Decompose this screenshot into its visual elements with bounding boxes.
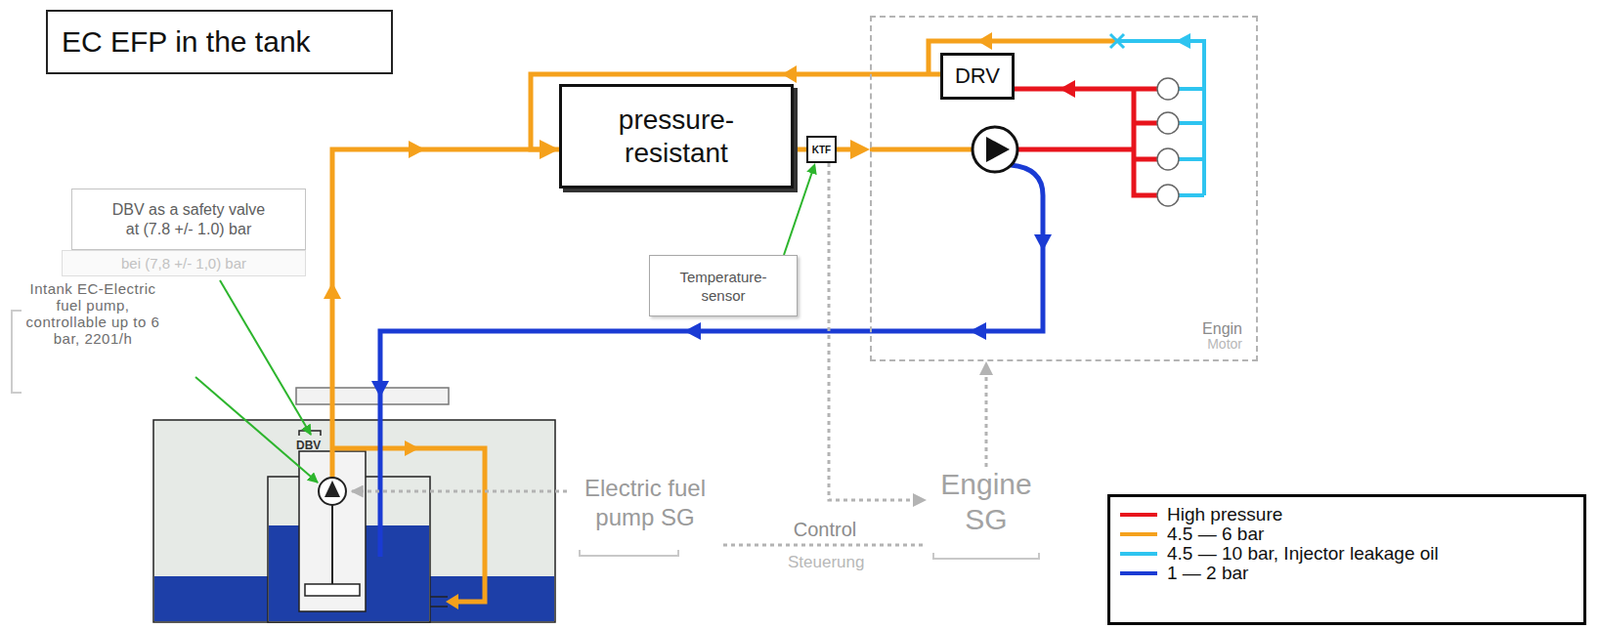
legend-text: High pressure bbox=[1167, 504, 1283, 526]
legend-text: 1 — 2 bar bbox=[1167, 562, 1249, 585]
high-pressure-pump bbox=[972, 127, 1018, 173]
legend-row: 1 — 2 bar bbox=[1120, 563, 1574, 584]
connector bbox=[723, 544, 927, 548]
flow-arrow bbox=[1175, 33, 1191, 49]
title-box: EC EFP in the tank bbox=[45, 9, 393, 75]
flow-arrow bbox=[1059, 80, 1076, 98]
callout-box: DBV as a safety valve at (7.8 +/- 1.0) b… bbox=[71, 188, 306, 251]
injector bbox=[1157, 112, 1179, 134]
leader-line bbox=[219, 280, 311, 435]
flow-arrow bbox=[445, 594, 459, 610]
legend-row: 4.5 — 10 bar, Injector leakage oil bbox=[1120, 544, 1574, 564]
flow-arrow bbox=[404, 440, 420, 457]
valve-box: DRV bbox=[940, 52, 1015, 100]
control-unit: Engine SG bbox=[926, 467, 1046, 562]
legend-swatch bbox=[1120, 513, 1158, 518]
electric-fuel-pump bbox=[318, 477, 346, 506]
faded-callout-box: bei (7,8 +/- 1,0) bar bbox=[61, 250, 306, 277]
connector bbox=[836, 147, 861, 153]
legend-text: 4.5 — 6 bar bbox=[1167, 523, 1264, 546]
node-text: DBV as a safety valve at (7.8 +/- 1.0) b… bbox=[108, 200, 270, 240]
tank-flange bbox=[296, 388, 449, 405]
node-text: DRV bbox=[954, 63, 1000, 89]
pump-motor bbox=[304, 584, 360, 597]
legend-swatch bbox=[1120, 532, 1158, 537]
engine-region: EnginMotor DRV bbox=[869, 15, 1258, 362]
sensor-box: KTF bbox=[806, 135, 837, 164]
pump-feed-line bbox=[869, 147, 973, 153]
bracket bbox=[933, 553, 1039, 560]
legend-row: High pressure bbox=[1120, 505, 1574, 525]
throttle-symbol bbox=[1110, 34, 1125, 48]
control-wire bbox=[351, 490, 567, 494]
legend-text: 4.5 — 10 bar, Injector leakage oil bbox=[1167, 543, 1439, 565]
flow-arrow bbox=[969, 322, 987, 341]
leakage-line bbox=[1117, 41, 1205, 196]
jet-pump bbox=[430, 597, 448, 607]
callout-box: Temperature- sensor bbox=[648, 255, 798, 317]
pump-shaft bbox=[331, 505, 334, 585]
high-pressure-line bbox=[1012, 86, 1158, 199]
legend-box: High pressure4.5 — 6 bar4.5 — 10 bar, In… bbox=[1107, 494, 1587, 626]
part-label: DBV bbox=[296, 438, 321, 453]
node-text: Engine SG bbox=[927, 467, 1045, 538]
flow-arrow bbox=[684, 322, 701, 341]
pump-symbol bbox=[986, 136, 1010, 163]
flow-arrow bbox=[977, 32, 993, 50]
node-text: pressure- resistant bbox=[583, 103, 770, 171]
injector bbox=[1157, 78, 1179, 100]
flow-arrow bbox=[1034, 234, 1052, 252]
callout-text: Intank EC-Electric fuel pump, controllab… bbox=[19, 280, 167, 347]
flow-arrow bbox=[371, 381, 390, 398]
bracket bbox=[579, 550, 679, 557]
jet-pump-line bbox=[332, 448, 485, 603]
control-unit: Electric fuel pump SG bbox=[566, 474, 724, 558]
node-text: bei (7,8 +/- 1,0) bar bbox=[121, 255, 247, 272]
filter-box: pressure- resistant bbox=[559, 84, 794, 189]
node-text: KTF bbox=[812, 144, 831, 156]
flow-arrow bbox=[408, 140, 426, 159]
node-text: Motor bbox=[1207, 337, 1243, 352]
connector bbox=[985, 368, 989, 468]
connector-label: Control bbox=[793, 518, 857, 542]
injector bbox=[1157, 184, 1179, 207]
injector bbox=[1157, 148, 1179, 171]
legend-swatch bbox=[1120, 552, 1158, 557]
pump-symbol bbox=[324, 480, 341, 498]
node-text: Electric fuel pump SG bbox=[566, 474, 724, 533]
node-text: Engin bbox=[1202, 320, 1243, 338]
legend-row: 4.5 — 6 bar bbox=[1120, 524, 1574, 545]
supply-line bbox=[332, 149, 560, 478]
bracket bbox=[11, 310, 22, 393]
connector bbox=[793, 147, 807, 153]
flow-arrow bbox=[323, 282, 342, 300]
signal-label: Steuerung bbox=[787, 553, 865, 573]
fuel-tank bbox=[153, 420, 556, 623]
leader-line bbox=[195, 377, 318, 483]
title-text: EC EFP in the tank bbox=[61, 25, 311, 59]
legend-swatch bbox=[1120, 571, 1158, 576]
connector bbox=[828, 163, 920, 501]
node-text: Temperature- sensor bbox=[664, 267, 782, 305]
